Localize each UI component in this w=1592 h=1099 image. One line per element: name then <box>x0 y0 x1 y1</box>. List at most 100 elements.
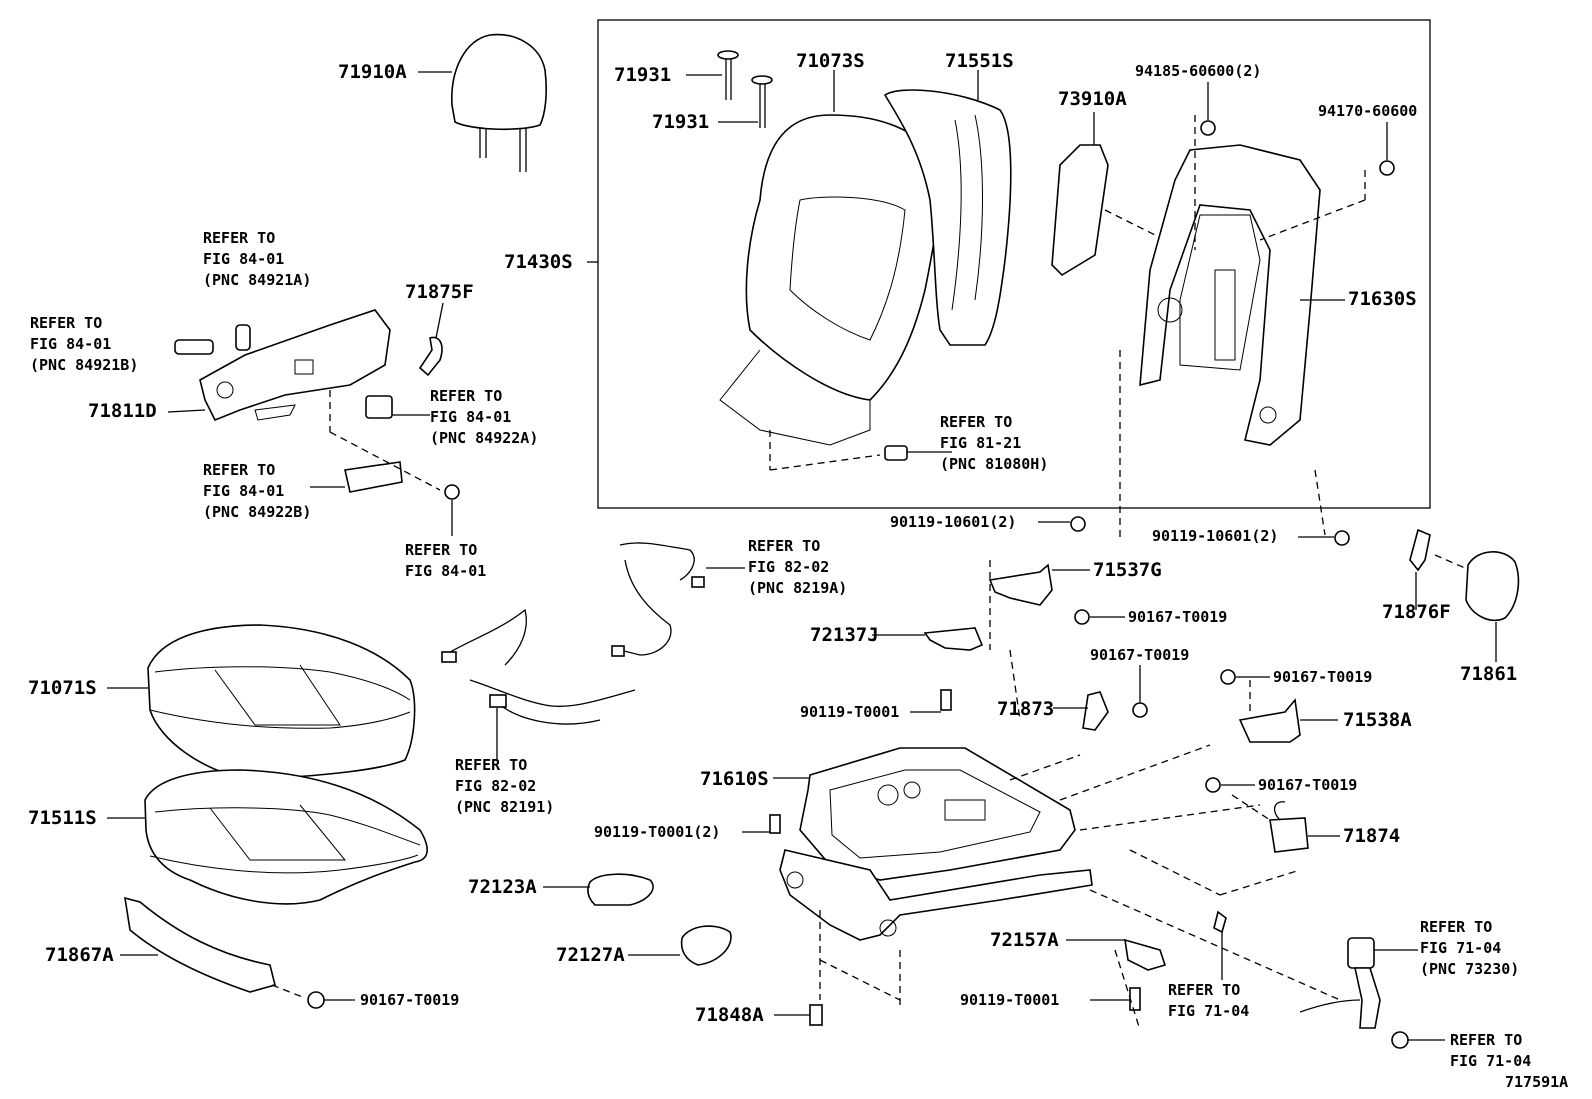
refer-line: REFER TO <box>1420 918 1493 936</box>
refer-line: FIG 84-01 <box>203 482 285 500</box>
cover-72123A <box>543 873 654 906</box>
refer-line: (PNC 84921A) <box>203 271 312 289</box>
diagram-id: 717591A <box>1505 1073 1569 1091</box>
part-label: 71931 <box>614 64 672 86</box>
refer-block: REFER TO FIG 81-21 (PNC 81080H) <box>940 412 1048 475</box>
mount-line <box>1079 804 1261 831</box>
part-label: 71551S <box>945 50 1014 72</box>
refer-line: REFER TO <box>455 756 528 774</box>
bolt-71-04 <box>1391 1031 1445 1049</box>
bolt-90119-10601-b <box>1298 530 1350 546</box>
refer-block: REFER TO FIG 84-01 (PNC 84921A) <box>203 228 311 291</box>
mount-line <box>1129 849 1221 896</box>
part-label: 73910A <box>1058 88 1127 110</box>
mount-line <box>1089 889 1341 1001</box>
refer-line: FIG 81-21 <box>940 434 1022 452</box>
screw-90167-d <box>1205 777 1255 793</box>
refer-line: (PNC 8219A) <box>748 579 848 597</box>
part-label: 90167-T0019 <box>1273 668 1373 686</box>
part-label: 71630S <box>1348 288 1417 310</box>
part-label: 90167-T0019 <box>360 991 460 1009</box>
part-label: 71873 <box>997 698 1055 720</box>
bracket-71874 <box>1269 801 1340 853</box>
bolt-94185 <box>1200 120 1216 136</box>
part-label: 71910A <box>338 61 407 83</box>
screw-90167-b <box>1132 665 1148 718</box>
belt-buckle-73230 <box>1299 937 1418 1029</box>
part-label: 90119-10601(2) <box>890 513 1017 531</box>
mount-line <box>1219 869 1301 896</box>
mount-line <box>1059 744 1211 801</box>
part-label: 90167-T0019 <box>1090 646 1190 664</box>
part-label: 71867A <box>45 944 114 966</box>
side-cover-71811D <box>167 309 391 422</box>
refer-line: REFER TO <box>940 413 1013 431</box>
refer-line: (PNC 73230) <box>1420 960 1520 978</box>
front-panel-71867A <box>120 896 306 999</box>
part-label: 71511S <box>28 807 97 829</box>
switch-84922B <box>310 461 403 493</box>
part-label: 90167-T0019 <box>1128 608 1228 626</box>
seatback-pad-71551S <box>883 70 1012 346</box>
mount-line <box>329 431 441 491</box>
wire-harness-82191 <box>441 608 636 760</box>
bolt-71848A <box>774 1004 823 1026</box>
refer-line: FIG 84-01 <box>405 562 487 580</box>
switch-knob-84921B <box>174 339 214 355</box>
part-label: 72123A <box>468 876 537 898</box>
refer-line: (PNC 84922A) <box>430 429 539 447</box>
refer-line: (PNC 84921B) <box>30 356 139 374</box>
part-label: 71874 <box>1343 825 1401 847</box>
connector-81080H <box>884 445 952 461</box>
switch-84922A <box>365 395 430 419</box>
part-label: 72157A <box>990 929 1059 951</box>
part-label: 90167-T0019 <box>1258 776 1358 794</box>
part-label: 71073S <box>796 50 865 72</box>
refer-line: REFER TO <box>30 314 103 332</box>
refer-line: FIG 84-01 <box>430 408 512 426</box>
refer-block: REFER TO FIG 84-01 (PNC 84922A) <box>430 386 538 449</box>
part-label: 90119-T0001(2) <box>594 823 721 841</box>
headrest-guide-71931 <box>686 50 773 128</box>
refer-block: REFER TO FIG 84-01 (PNC 84921B) <box>30 313 138 376</box>
part-label: 71848A <box>695 1004 764 1026</box>
bolt-90119-T0001-c <box>1090 987 1141 1011</box>
refer-line: (PNC 82191) <box>455 798 555 816</box>
cushion-cover-71071S <box>107 624 416 781</box>
part-label: 72137J <box>810 624 879 646</box>
part-label: 71610S <box>700 768 769 790</box>
refer-block: REFER TO FIG 71-04 <box>1450 1030 1531 1072</box>
mount-line <box>769 454 881 471</box>
part-label: 71538A <box>1343 709 1412 731</box>
mount-line <box>1314 469 1326 536</box>
part-label: 71875F <box>405 281 474 303</box>
refer-line: REFER TO <box>203 461 276 479</box>
refer-line: FIG 71-04 <box>1420 939 1502 957</box>
seatback-frame-71630S <box>1139 144 1345 446</box>
refer-line: FIG 84-01 <box>30 335 112 353</box>
part-label: 72127A <box>556 944 625 966</box>
cover-72157A <box>1066 938 1167 971</box>
screw-90167-c <box>1220 669 1270 685</box>
cover-71876F <box>1409 528 1466 610</box>
refer-block: REFER TO FIG 82-02 (PNC 82191) <box>455 755 554 818</box>
part-label: 90119-T0001 <box>960 991 1060 1009</box>
headrest-71910A <box>418 33 547 172</box>
bolt-90119-T0001-a <box>910 689 952 713</box>
refer-block: REFER TO FIG 82-02 (PNC 8219A) <box>748 536 847 599</box>
refer-line: REFER TO <box>430 387 503 405</box>
refer-line: FIG 82-02 <box>748 558 830 576</box>
part-label: 71876F <box>1382 601 1451 623</box>
refer-line: FIG 84-01 <box>203 250 285 268</box>
mount-line <box>1009 754 1081 781</box>
mount-line <box>819 959 901 1001</box>
part-label: 71430S <box>504 251 573 273</box>
wire-harness-8219A <box>611 542 745 657</box>
part-label: 94170-60600 <box>1318 102 1418 120</box>
mount-line <box>1259 199 1366 241</box>
part-label: 94185-60600(2) <box>1135 62 1262 80</box>
refer-line: REFER TO <box>1450 1031 1523 1049</box>
bolt-90119-T0001-b <box>742 814 781 834</box>
